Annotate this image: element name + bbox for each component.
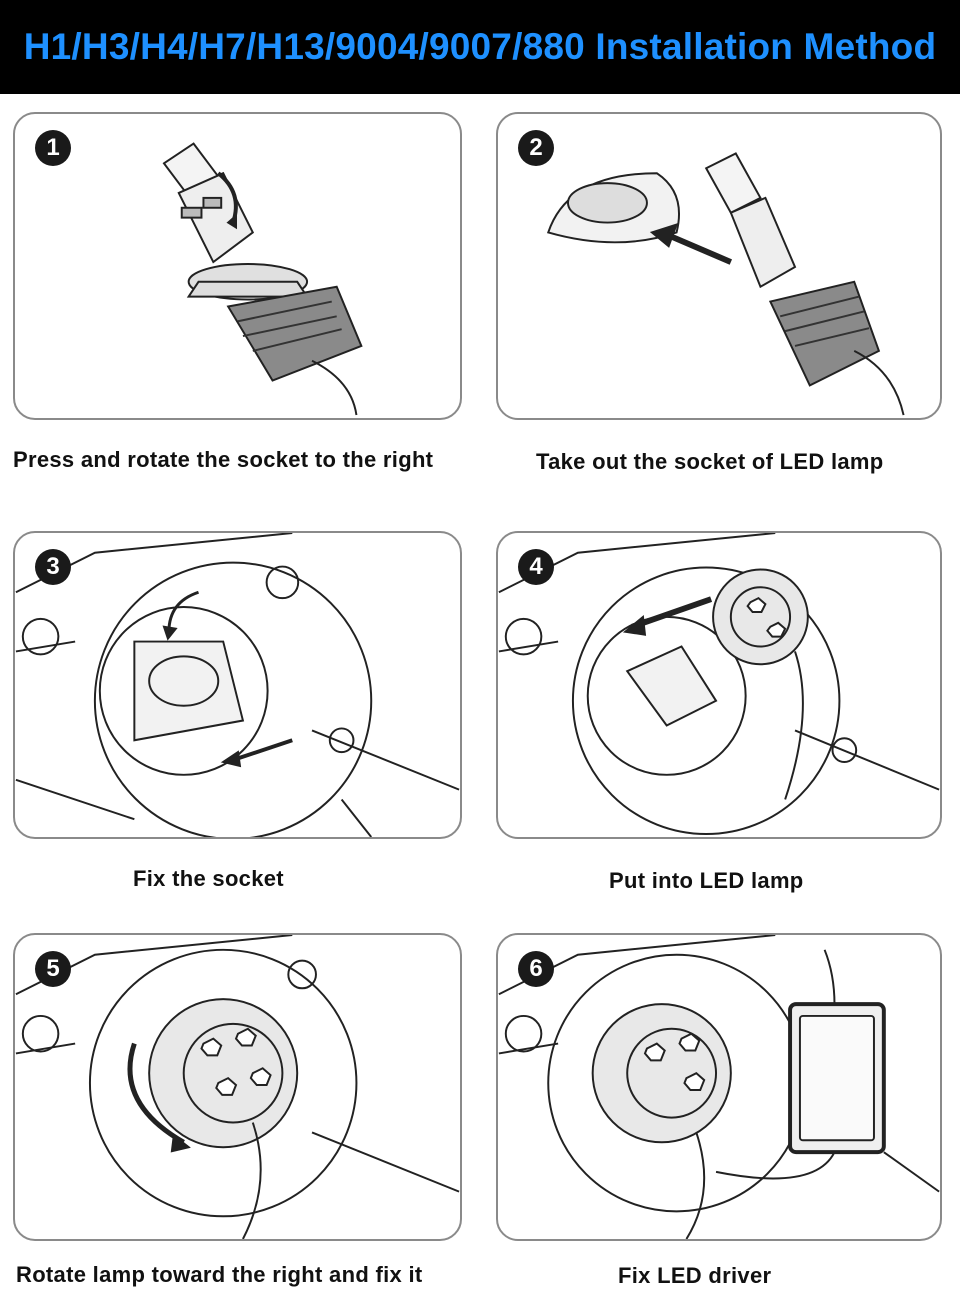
step-4-badge: 4	[518, 549, 554, 585]
page-title: H1/H3/H4/H7/H13/9004/9007/880 Installati…	[23, 26, 937, 67]
step-4-panel: 4	[496, 531, 942, 839]
step-1-panel: 1	[13, 112, 462, 420]
step-5-badge: 5	[35, 951, 71, 987]
step-5-caption: Rotate lamp toward the right and fix it	[16, 1262, 423, 1287]
step-2-caption: Take out the socket of LED lamp	[536, 449, 884, 474]
step-3-badge: 3	[35, 549, 71, 585]
step-4-caption: Put into LED lamp	[609, 868, 804, 893]
step-5-panel: 5	[13, 933, 462, 1241]
step-1-caption: Press and rotate the socket to the right	[13, 447, 434, 472]
bulb-rotate-socket-illustration	[162, 142, 363, 416]
step-6-caption: Fix LED driver	[618, 1263, 772, 1288]
step-3-panel: 3	[13, 531, 462, 839]
step-1-badge: 1	[35, 130, 71, 166]
step-6-badge: 6	[518, 951, 554, 987]
step-6-panel: 6	[496, 933, 942, 1241]
step-2-badge: 2	[518, 130, 554, 166]
headlight-socket-illustration	[15, 533, 460, 837]
insert-led-lamp-illustration	[498, 533, 940, 836]
step-3-caption: Fix the socket	[133, 866, 284, 891]
remove-socket-illustration	[546, 152, 905, 416]
page-header: H1/H3/H4/H7/H13/9004/9007/880 Installati…	[0, 0, 960, 94]
led-driver-illustration	[498, 935, 940, 1239]
rotate-lamp-illustration	[15, 935, 460, 1239]
step-2-panel: 2	[496, 112, 942, 420]
